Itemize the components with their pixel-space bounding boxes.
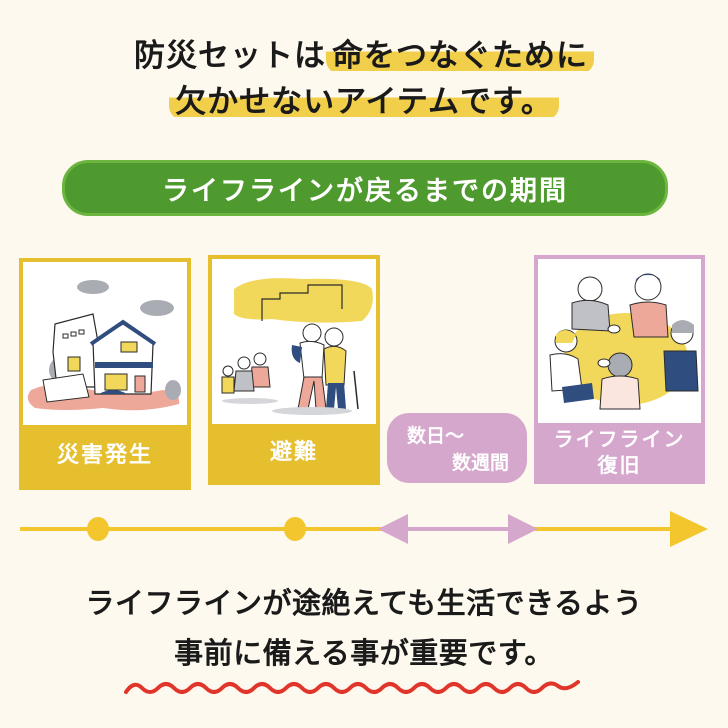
timeline-end-arrowhead — [670, 511, 708, 547]
step-card-evacuation: 避難 — [208, 255, 380, 485]
headline-line-2: 欠かせないアイテムです。 — [0, 82, 728, 122]
earthquake-house-illustration — [23, 262, 187, 425]
timeline-arrow — [0, 505, 728, 555]
bottom-message-line-1: ライフラインが途絶えても生活できるよう — [85, 586, 643, 620]
people-at-table-illustration — [538, 259, 701, 423]
step-card-lifeline-restored: ライフライン 復旧 — [534, 255, 705, 484]
headline-highlight-1: 命をつなぐために — [326, 38, 594, 74]
step-label-lifeline-restored: ライフライン 復旧 — [538, 423, 701, 480]
step-card-disaster: 災害発生 — [19, 258, 191, 490]
timeline-right-arrowhead — [508, 514, 538, 544]
squiggle-underline — [122, 674, 586, 700]
headline-highlight-2: 欠かせないアイテムです。 — [169, 84, 559, 120]
step-label-disaster: 災害発生 — [23, 425, 187, 486]
duration-pill: 数日〜 数週間 — [387, 413, 527, 483]
step-label-evacuation: 避難 — [212, 424, 376, 481]
duration-line-2: 数週間 — [451, 452, 509, 474]
timeline-left-arrowhead — [378, 514, 408, 544]
duration-line-1: 数日〜 — [407, 425, 465, 447]
headline-line-1: 防災セットは命をつなぐために — [0, 36, 728, 76]
timeline-dot-disaster — [87, 517, 109, 541]
section-title: ライフラインが戻るまでの期間 — [162, 175, 568, 207]
evacuation-people-illustration — [212, 259, 376, 424]
headline-plain-text: 防災セットは — [134, 38, 326, 74]
bottom-message-line-2: 事前に備える事が重要です。 — [174, 636, 554, 670]
section-title-pill: ライフラインが戻るまでの期間 — [62, 160, 668, 216]
timeline-dot-evacuation — [284, 517, 306, 541]
